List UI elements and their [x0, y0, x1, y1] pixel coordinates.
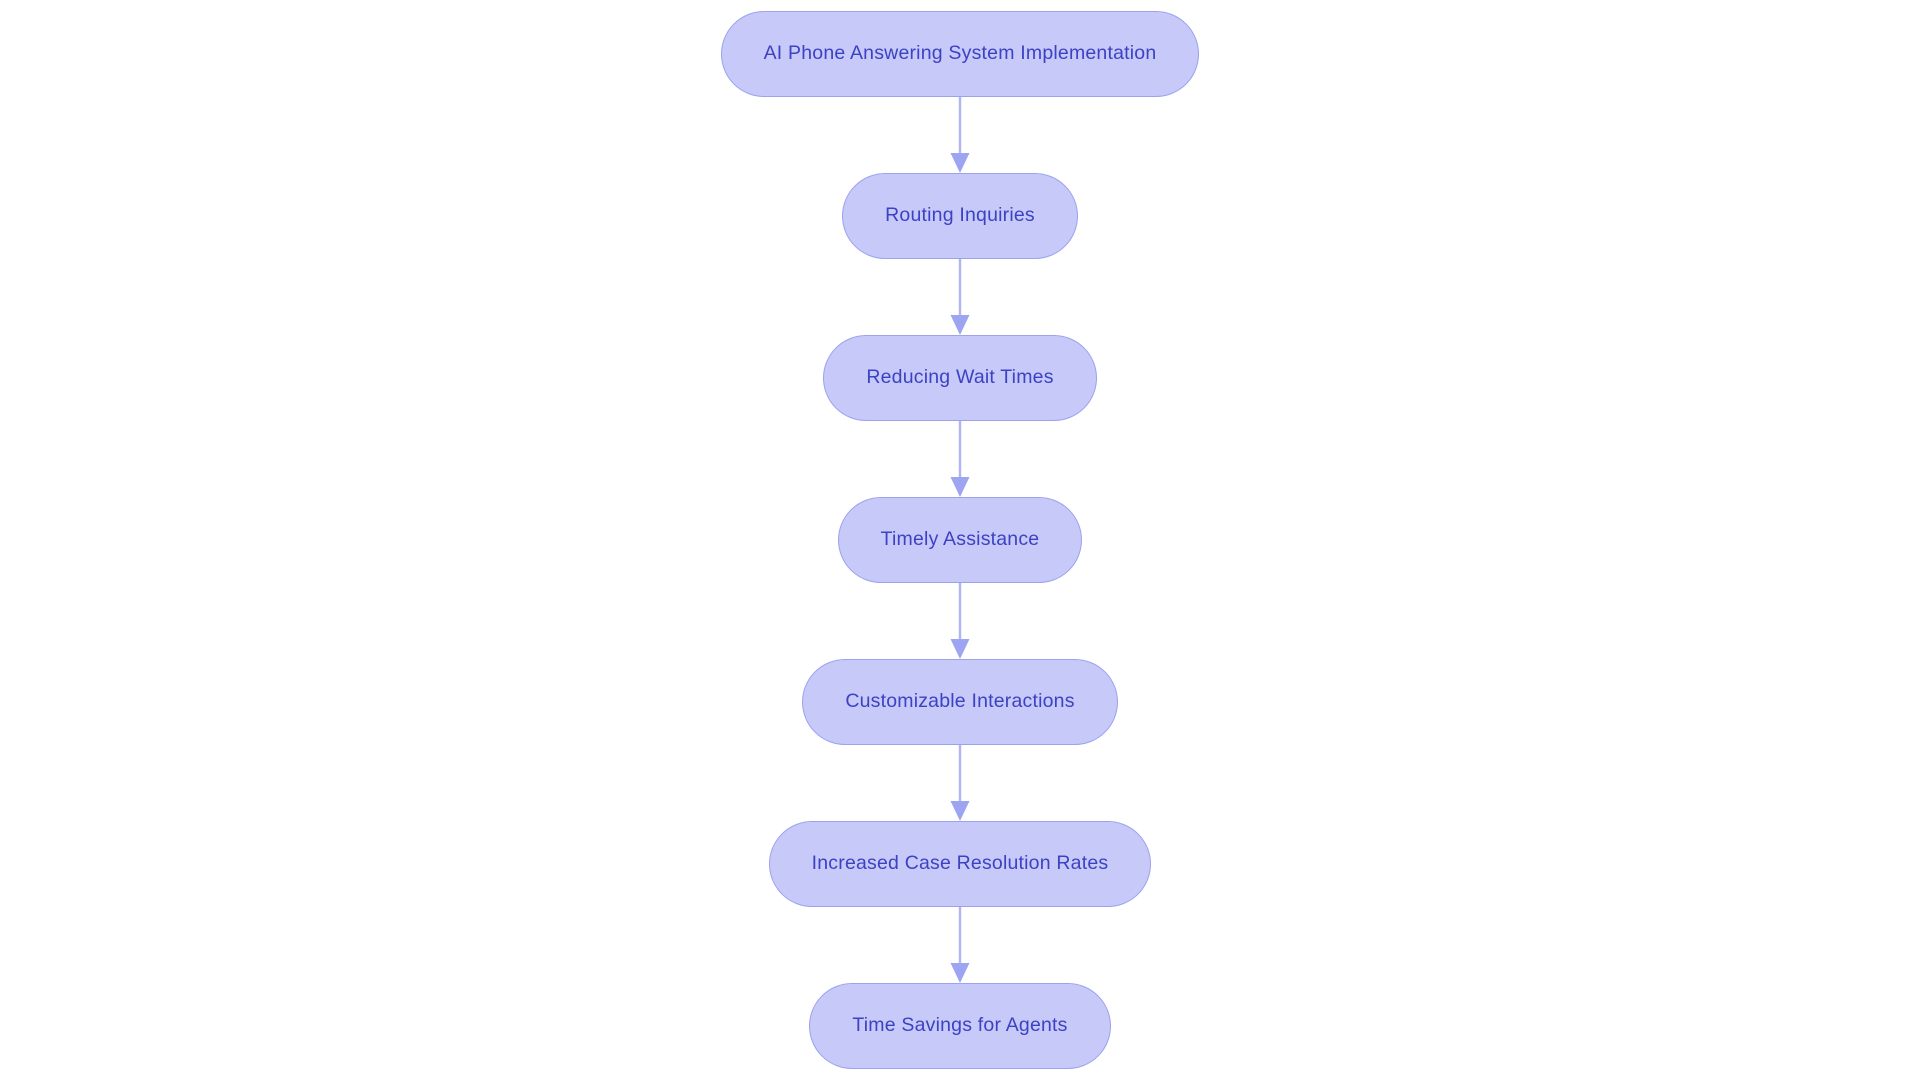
flow-node-routing-inquiries: Routing Inquiries	[842, 173, 1078, 259]
flow-node-label: Timely Assistance	[880, 528, 1040, 551]
flow-node-increased-case-resolution-rates: Increased Case Resolution Rates	[768, 821, 1152, 907]
arrow-down-icon	[950, 421, 970, 497]
flow-node-label: AI Phone Answering System Implementation	[763, 42, 1157, 65]
flow-node-time-savings-for-agents: Time Savings for Agents	[809, 983, 1111, 1069]
arrow-down-icon	[950, 583, 970, 659]
flow-node-label: Increased Case Resolution Rates	[811, 852, 1109, 875]
arrow-down-icon	[950, 97, 970, 173]
flow-node-label: Reducing Wait Times	[866, 366, 1054, 389]
flow-node-reducing-wait-times: Reducing Wait Times	[823, 335, 1097, 421]
flow-node-label: Routing Inquiries	[885, 204, 1035, 227]
arrow-down-icon	[950, 745, 970, 821]
flow-node-label: Time Savings for Agents	[852, 1014, 1068, 1037]
arrow-down-icon	[950, 907, 970, 983]
arrow-down-icon	[950, 259, 970, 335]
flow-node-timely-assistance: Timely Assistance	[837, 497, 1083, 583]
flow-node-ai-phone-answering-system-implementation: AI Phone Answering System Implementation	[720, 11, 1200, 97]
flow-node-label: Customizable Interactions	[845, 690, 1075, 713]
flow-node-customizable-interactions: Customizable Interactions	[802, 659, 1118, 745]
